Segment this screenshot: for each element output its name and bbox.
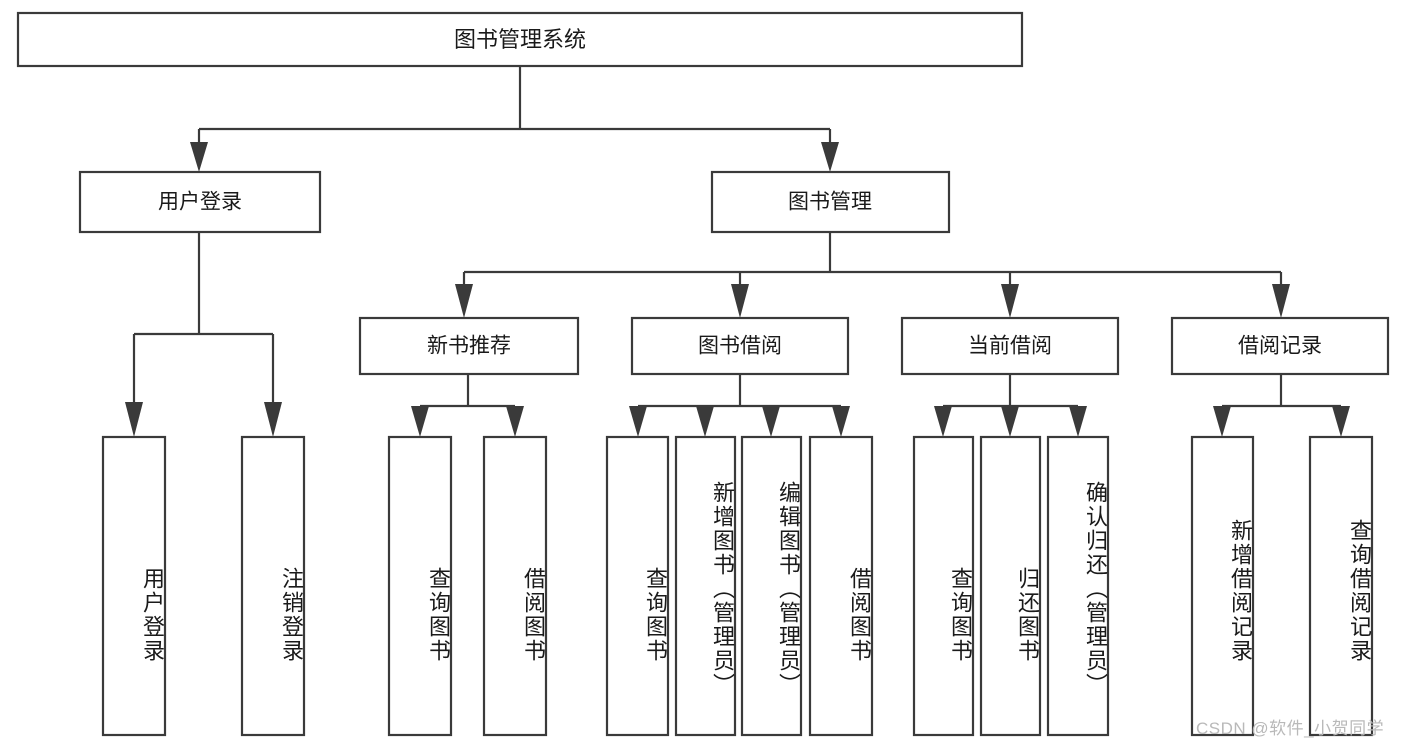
node-leaf-query-book-b[interactable] <box>605 435 670 737</box>
node-level-4 <box>101 435 1374 737</box>
arrow-to-borrow-book-a <box>506 406 524 437</box>
csdn-watermark: CSDN @软件_小贺同学 <box>1196 719 1385 738</box>
node-root-system[interactable] <box>16 11 1024 68</box>
arrow-to-book-borrow <box>731 284 749 318</box>
arrow-to-logout-leaf <box>264 402 282 437</box>
node-borrow-record-label: 借阅记录 <box>1238 335 1322 358</box>
arrow-to-user-login <box>190 142 208 172</box>
node-leaf-confirm-return[interactable] <box>1046 435 1110 737</box>
node-user-login[interactable] <box>78 170 322 234</box>
node-new-book-rec[interactable] <box>358 316 580 376</box>
node-leaf-query-book-c[interactable] <box>912 435 975 737</box>
node-leaf-add-book[interactable] <box>674 435 737 737</box>
arrow-to-return-book <box>1001 406 1019 437</box>
node-leaf-borrow-book-a[interactable] <box>482 435 548 737</box>
node-leaf-logout[interactable] <box>240 435 306 737</box>
node-book-manage[interactable] <box>710 170 951 234</box>
node-leaf-query-book-a[interactable] <box>387 435 453 737</box>
node-leaf-user-login[interactable] <box>101 435 167 737</box>
arrow-to-borrow-book-b <box>832 406 850 437</box>
node-level-1: 图书管理系统 <box>16 11 1024 68</box>
arrow-to-edit-book <box>762 406 780 437</box>
arrow-to-query-book-c <box>934 406 952 437</box>
node-leaf-edit-book[interactable] <box>740 435 803 737</box>
node-book-borrow[interactable] <box>630 316 850 376</box>
arrow-to-query-record <box>1332 406 1350 437</box>
node-current-borrow-label: 当前借阅 <box>968 335 1052 358</box>
arrow-to-user-login-leaf <box>125 402 143 437</box>
node-level-2: 用户登录 图书管理 <box>78 170 951 234</box>
node-leaf-return-book[interactable] <box>979 435 1042 737</box>
arrow-to-book-manage <box>821 142 839 172</box>
node-leaf-add-record[interactable] <box>1190 435 1255 737</box>
node-book-manage-label: 图书管理 <box>788 191 872 214</box>
node-borrow-record[interactable] <box>1170 316 1390 376</box>
node-book-borrow-label: 图书借阅 <box>698 335 782 358</box>
arrow-to-confirm-return <box>1069 406 1087 437</box>
connector-layer <box>125 66 1350 437</box>
node-leaf-query-record[interactable] <box>1308 435 1374 737</box>
arrow-to-borrow-record <box>1272 284 1290 318</box>
node-root-system-label: 图书管理系统 <box>454 27 586 52</box>
node-current-borrow[interactable] <box>900 316 1120 376</box>
node-user-login-label: 用户登录 <box>158 191 242 214</box>
node-leaf-borrow-book-b[interactable] <box>808 435 874 737</box>
arrow-to-current-borrow <box>1001 284 1019 318</box>
arrow-to-new-book-rec <box>455 284 473 318</box>
arrow-to-add-record <box>1213 406 1231 437</box>
arrow-to-add-book <box>696 406 714 437</box>
node-level-3: 新书推荐 图书借阅 当前借阅 借阅记录 <box>358 316 1390 376</box>
arrow-to-query-book-b <box>629 406 647 437</box>
node-new-book-rec-label: 新书推荐 <box>427 335 511 358</box>
arrow-to-query-book-a <box>411 406 429 437</box>
